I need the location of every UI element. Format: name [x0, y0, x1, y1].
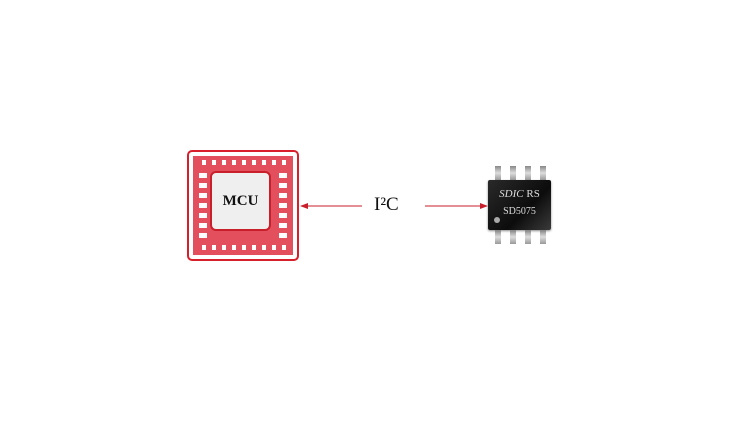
- mcu-pad: [242, 245, 246, 250]
- chip-brand: SDIC RS: [488, 188, 551, 200]
- mcu-block: MCU: [187, 150, 299, 261]
- mcu-pad: [199, 203, 203, 208]
- mcu-pad: [283, 213, 287, 218]
- mcu-pad: [199, 213, 203, 218]
- mcu-pad: [279, 233, 283, 238]
- mcu-pad: [272, 160, 276, 165]
- mcu-pad: [283, 223, 287, 228]
- mcu-pad: [199, 183, 203, 188]
- mcu-pad: [203, 233, 207, 238]
- mcu-pad: [232, 245, 236, 250]
- mcu-pad: [222, 160, 226, 165]
- mcu-pad: [212, 245, 216, 250]
- mcu-pad: [212, 160, 216, 165]
- mcu-pad: [283, 183, 287, 188]
- mcu-pad: [203, 213, 207, 218]
- mcu-pad: [203, 223, 207, 228]
- mcu-pad: [283, 173, 287, 178]
- mcu-pad: [279, 193, 283, 198]
- mcu-pad: [283, 233, 287, 238]
- mcu-pad: [203, 183, 207, 188]
- mcu-pad: [199, 173, 203, 178]
- mcu-pad: [222, 245, 226, 250]
- mcu-pad: [282, 245, 286, 250]
- chip-brand-name: SDIC: [499, 188, 524, 200]
- mcu-pad: [199, 193, 203, 198]
- chip-part-number: SD5075: [503, 206, 536, 217]
- chip-body: SDIC RS SD5075: [488, 180, 551, 230]
- chip-pin: [495, 166, 501, 180]
- mcu-pad: [282, 160, 286, 165]
- chip-pin: [510, 166, 516, 180]
- bus-label: I²C: [374, 194, 399, 215]
- mcu-pad: [232, 160, 236, 165]
- mcu-pad: [279, 213, 283, 218]
- mcu-pad: [252, 245, 256, 250]
- mcu-pad: [202, 245, 206, 250]
- mcu-pad: [199, 223, 203, 228]
- chip-pin: [525, 166, 531, 180]
- mcu-pad: [262, 160, 266, 165]
- chip-pin: [525, 230, 531, 244]
- mcu-pad: [283, 193, 287, 198]
- chip-pin: [540, 166, 546, 180]
- mcu-pad: [202, 160, 206, 165]
- mcu-pad: [199, 233, 203, 238]
- chip-brand-suffix: RS: [526, 188, 540, 200]
- chip-pin: [495, 230, 501, 244]
- chip-pin: [540, 230, 546, 244]
- mcu-pad: [272, 245, 276, 250]
- mcu-pad: [283, 203, 287, 208]
- mcu-pad: [242, 160, 246, 165]
- mcu-pad: [279, 183, 283, 188]
- mcu-pad: [203, 173, 207, 178]
- pin1-marker: [494, 217, 500, 223]
- chip-pin: [510, 230, 516, 244]
- mcu-label: MCU: [210, 171, 271, 231]
- mcu-pad: [203, 203, 207, 208]
- mcu-pad: [252, 160, 256, 165]
- mcu-pad: [203, 193, 207, 198]
- mcu-pad: [279, 203, 283, 208]
- mcu-pad: [279, 223, 283, 228]
- mcu-pad: [262, 245, 266, 250]
- mcu-pad: [279, 173, 283, 178]
